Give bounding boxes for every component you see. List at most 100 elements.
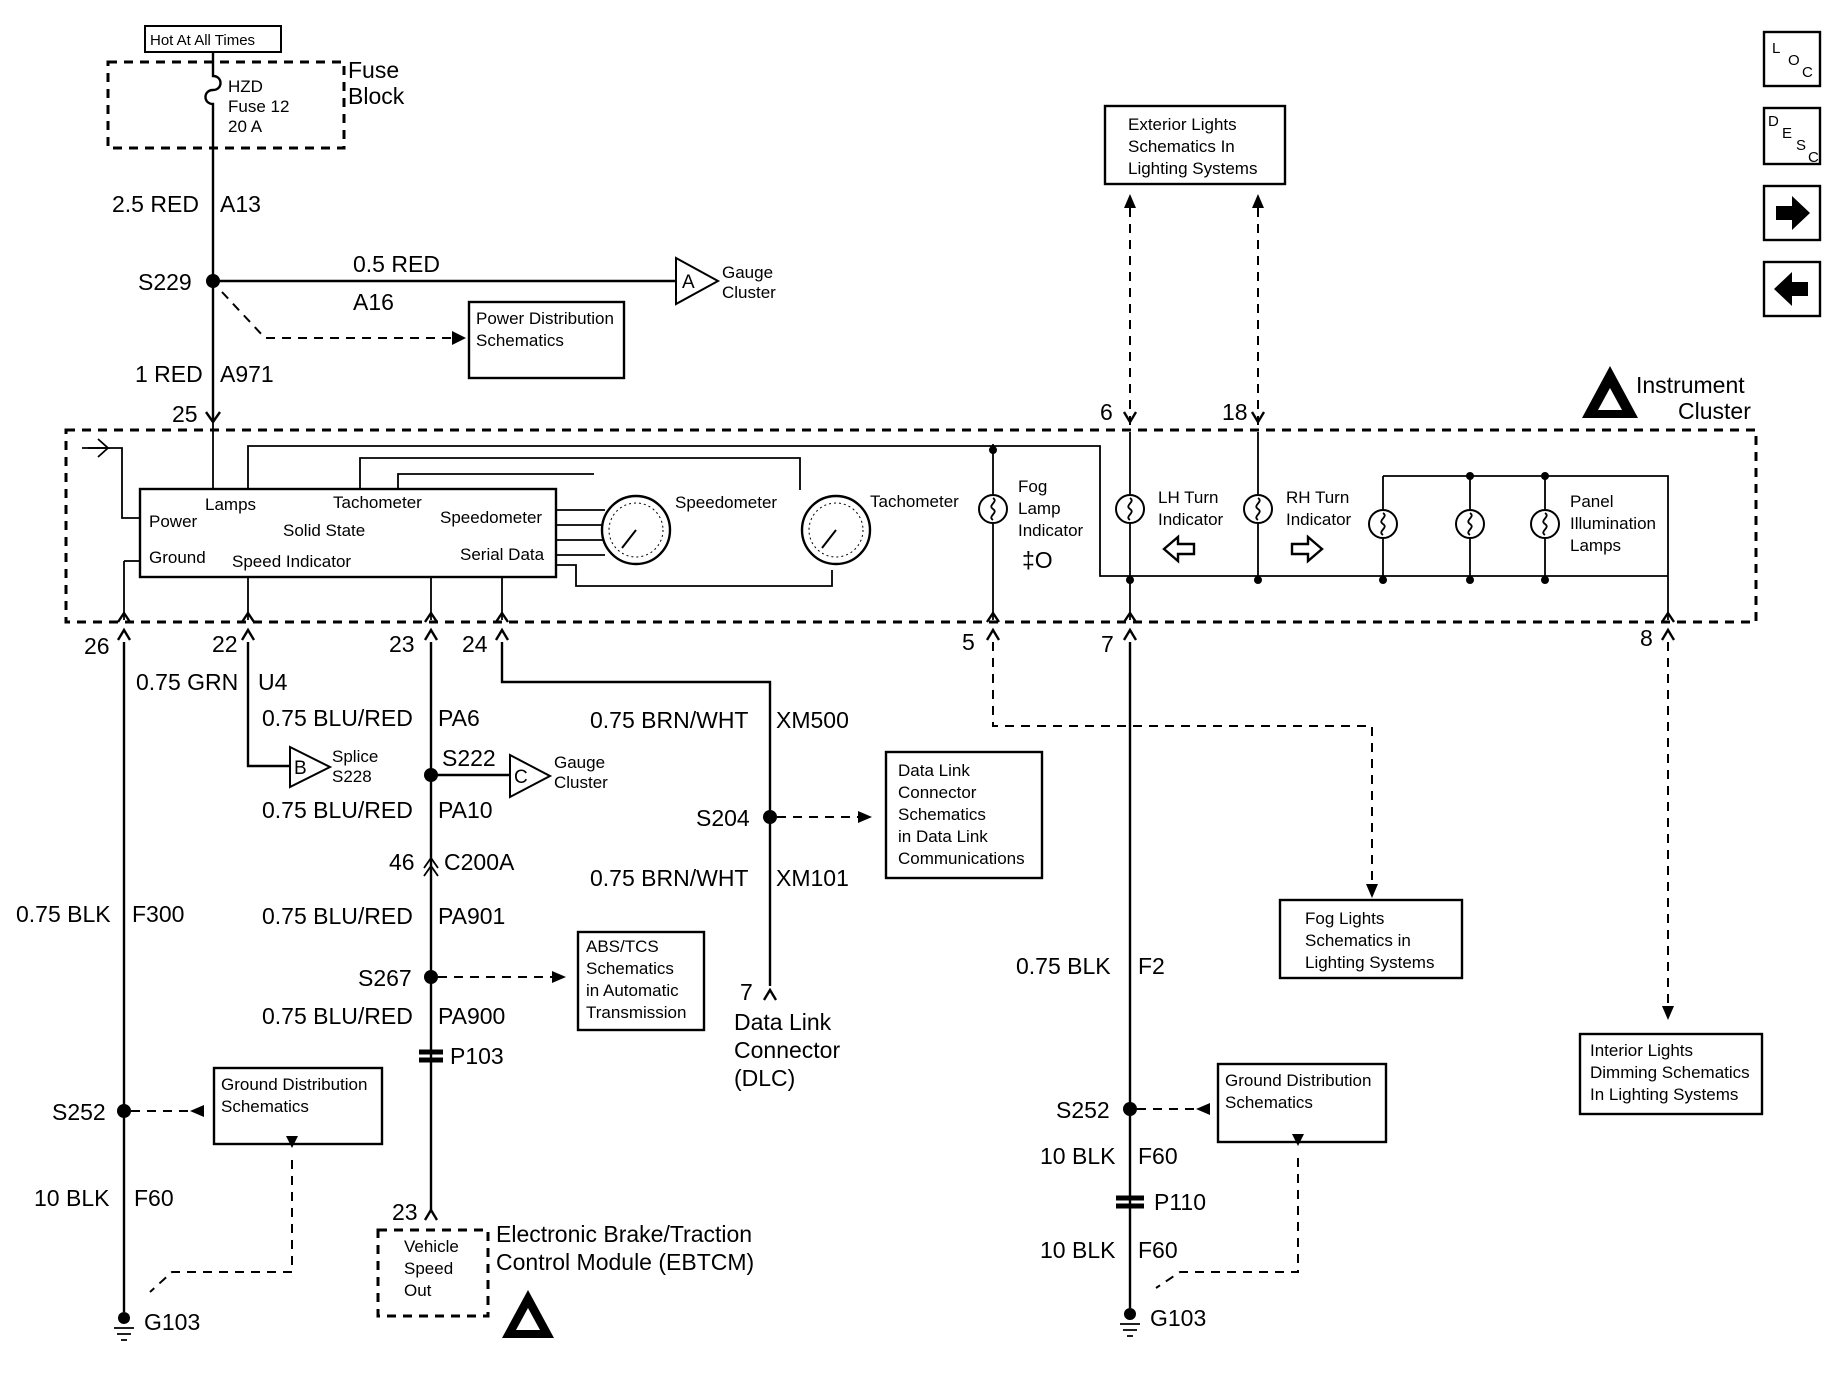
svg-text:E: E: [1782, 125, 1792, 142]
circuit-label: XM500: [776, 707, 849, 733]
svg-text:LH Turn: LH Turn: [1158, 488, 1218, 507]
lh-turn-indicator: LH Turn Indicator: [1115, 432, 1224, 620]
svg-text:Power Distribution: Power Distribution: [476, 309, 614, 328]
fog-lamp-indicator: Fog Lamp Indicator ‡O: [978, 444, 1084, 620]
cluster-title: Cluster: [1678, 398, 1751, 424]
pin-label: 23: [389, 631, 415, 657]
svg-text:Cluster: Cluster: [722, 283, 776, 302]
svg-text:Transmission: Transmission: [586, 1003, 686, 1022]
circuit-label: U4: [258, 669, 288, 695]
svg-text:G103: G103: [144, 1309, 200, 1335]
pin-label: 46: [389, 849, 415, 875]
hot-at-all-times-label: Hot At All Times: [144, 25, 282, 53]
tachometer-gauge: Tachometer: [800, 492, 959, 566]
pin-label: 5: [962, 629, 975, 655]
panel-illumination-lamps: Panel Illumination Lamps: [1368, 472, 1669, 620]
circuit-label: XM101: [776, 865, 849, 891]
svg-text:S: S: [1796, 137, 1806, 154]
fog-lights-box[interactable]: Fog Lights Schematics in Lighting System…: [1278, 898, 1464, 980]
connector-label: C200A: [444, 849, 515, 875]
splice-label: S252: [1056, 1097, 1110, 1123]
svg-text:Solid State: Solid State: [283, 521, 365, 540]
svg-text:Speedometer: Speedometer: [440, 508, 542, 527]
ground-g103-left: G103: [114, 1309, 200, 1341]
svg-text:P110: P110: [1154, 1189, 1206, 1215]
exterior-lights-box[interactable]: Exterior Lights Schematics In Lighting S…: [1103, 104, 1287, 186]
arrow-right-icon: [1776, 196, 1810, 230]
svg-text:B: B: [294, 758, 307, 779]
wire-label: 0.75 GRN: [136, 669, 238, 695]
connector-p110: P110: [1116, 1189, 1206, 1215]
rh-turn-indicator: RH Turn Indicator: [1243, 432, 1352, 584]
svg-text:Fog Lights: Fog Lights: [1305, 909, 1384, 928]
wire-label: 0.75 BLU/RED: [262, 705, 413, 731]
svg-text:Out: Out: [404, 1281, 432, 1300]
svg-text:Indicator: Indicator: [1286, 510, 1352, 529]
svg-text:Hot At All Times: Hot At All Times: [150, 32, 255, 49]
svg-text:Schematics: Schematics: [898, 805, 986, 824]
pin-label: 6: [1100, 399, 1113, 425]
svg-text:20 A: 20 A: [228, 117, 263, 136]
ground-g103-right: G103: [1120, 1305, 1206, 1337]
power-distribution-box[interactable]: Power Distribution Schematics: [467, 300, 626, 380]
circuit-label: F60: [134, 1185, 174, 1211]
left-arrow-icon: [1162, 534, 1196, 564]
pin-label: 8: [1640, 625, 1653, 651]
abs-tcs-box[interactable]: ABS/TCS Schematics in Automatic Transmis…: [576, 930, 706, 1032]
next-button[interactable]: [1762, 184, 1822, 242]
pin-label: 7: [740, 979, 753, 1005]
svg-text:Vehicle: Vehicle: [404, 1237, 459, 1256]
dlc-label: (DLC): [734, 1065, 795, 1091]
wire-label: 0.75 BLU/RED: [262, 1003, 413, 1029]
svg-text:Speed: Speed: [404, 1259, 453, 1278]
wire-label: 0.75 BLU/RED: [262, 903, 413, 929]
wire-label: 0.75 BLK: [16, 901, 111, 927]
svg-text:Schematics: Schematics: [1225, 1093, 1313, 1112]
fuse-block: Fuse Block HZD Fuse 12 20 A: [106, 52, 405, 150]
gauge-cluster-ref-a[interactable]: A Gauge Cluster: [675, 256, 776, 306]
ground-distribution-box-right[interactable]: Ground Distribution Schematics: [1216, 1062, 1388, 1144]
pin-label: 24: [462, 631, 488, 657]
svg-text:Fog: Fog: [1018, 477, 1047, 496]
pin-label: 26: [84, 633, 110, 659]
svg-text:Speed Indicator: Speed Indicator: [232, 552, 351, 571]
splice-s267: [424, 970, 438, 984]
svg-text:Illumination: Illumination: [1570, 514, 1656, 533]
svg-text:C: C: [514, 767, 528, 788]
back-button[interactable]: [1762, 260, 1822, 318]
splice-s228-ref[interactable]: B Splice S228: [289, 745, 378, 789]
svg-text:G103: G103: [1150, 1305, 1206, 1331]
svg-text:S228: S228: [332, 767, 372, 786]
svg-text:Communications: Communications: [898, 849, 1025, 868]
gauge-cluster-ref-c[interactable]: C Gauge Cluster: [509, 753, 608, 799]
wire-label: 10 BLK: [34, 1185, 110, 1211]
svg-text:Tachometer: Tachometer: [870, 492, 959, 511]
wire-label: 2.5 RED: [112, 191, 199, 217]
svg-text:Control Module (EBTCM): Control Module (EBTCM): [496, 1249, 754, 1275]
svg-text:P103: P103: [450, 1043, 504, 1069]
data-link-connector-box[interactable]: Data Link Connector Schematics in Data L…: [884, 750, 1044, 880]
svg-text:C: C: [1808, 149, 1819, 166]
svg-text:Power: Power: [149, 512, 198, 531]
svg-text:Ground Distribution: Ground Distribution: [221, 1075, 367, 1094]
svg-text:Schematics In: Schematics In: [1128, 137, 1235, 156]
svg-text:Data Link: Data Link: [898, 761, 970, 780]
splice-label: S229: [138, 269, 192, 295]
pin-label: 25: [172, 401, 198, 427]
svg-text:Electronic Brake/Traction: Electronic Brake/Traction: [496, 1221, 752, 1247]
svg-text:Splice: Splice: [332, 747, 378, 766]
svg-text:O: O: [1788, 52, 1800, 69]
interior-lights-box[interactable]: Interior Lights Dimming Schematics In Li…: [1578, 1032, 1764, 1116]
circuit-label: F2: [1138, 953, 1165, 979]
wire-label: 0.75 BRN/WHT: [590, 865, 748, 891]
speedometer-gauge: Speedometer: [600, 493, 777, 566]
circuit-label: F60: [1138, 1237, 1178, 1263]
svg-text:Lamps: Lamps: [1570, 536, 1621, 555]
loc-button[interactable]: L O C: [1762, 30, 1822, 88]
ground-distribution-box-left[interactable]: Ground Distribution Schematics: [212, 1066, 384, 1146]
desc-button[interactable]: D E S C: [1762, 106, 1822, 166]
wire-label: 1 RED: [135, 361, 203, 387]
arrow-left-icon: [1774, 272, 1808, 306]
svg-text:Indicator: Indicator: [1018, 521, 1084, 540]
